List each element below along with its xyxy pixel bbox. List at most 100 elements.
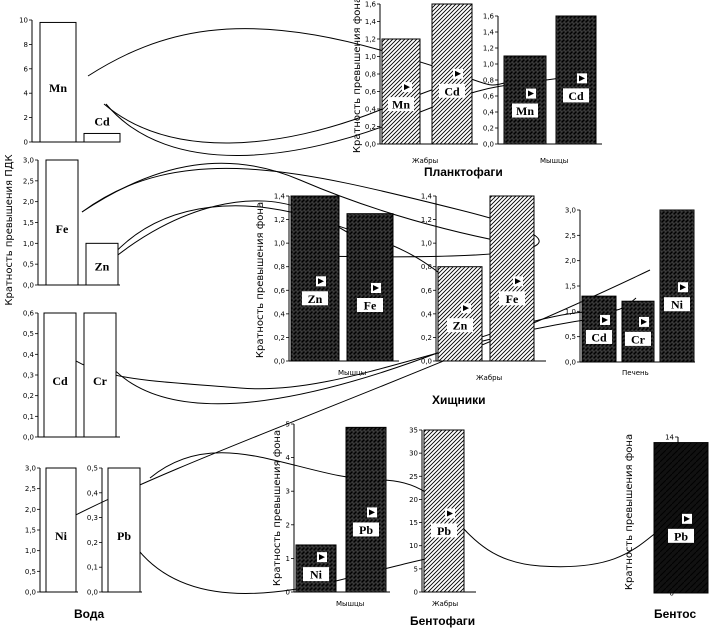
bar-h3-ni (659, 209, 695, 363)
x-category-label: Жабры (412, 157, 438, 165)
y-tick-label: 25 (409, 473, 418, 481)
group-label-predators: Хищники (432, 393, 486, 407)
bar-label-fe: Fe (364, 299, 377, 313)
y-tick-label: 2,5 (23, 177, 34, 185)
x-category-label: Мышцы (336, 600, 364, 608)
x-category-label: Жабры (432, 600, 458, 608)
y-tick-label: 3,0 (565, 207, 576, 215)
y-tick-label: 2,0 (565, 257, 576, 265)
y-tick-label: 0,2 (483, 125, 494, 133)
y-tick-label: 0 (670, 590, 674, 598)
bar-h2-fe (489, 195, 535, 362)
y-tick-label: 0,4 (365, 106, 377, 114)
x-category-label: Мышцы (338, 369, 366, 377)
arrow-marker-icon (447, 510, 453, 517)
bar-label-box (625, 331, 651, 346)
bar-label-pb: Pb (117, 529, 131, 543)
y-tick-label: 4 (286, 454, 291, 462)
y-tick-label: 1,0 (565, 308, 576, 316)
x-category-label: Мышцы (540, 157, 568, 165)
y-tick-label: 1,5 (23, 219, 34, 227)
y-tick-label: 0,4 (87, 489, 99, 497)
bar-label-box (353, 522, 379, 537)
y-tick-label: 0,4 (23, 351, 35, 359)
y-tick-label: 1,6 (365, 1, 377, 9)
arrow-marker-icon (579, 75, 585, 82)
bar-p1-mn (381, 38, 421, 145)
y-tick-label: 1,0 (365, 53, 376, 61)
y-tick-label: 10 (19, 17, 28, 25)
y-tick-label: 6 (24, 65, 29, 73)
bar-label-ni: Ni (310, 568, 323, 582)
bar-label-cd: Cd (591, 330, 607, 344)
y-tick-label: 0,0 (365, 141, 376, 149)
y-tick-label: 3 (286, 488, 290, 496)
chart-w4b: 0,00,10,20,30,40,5Pb (87, 465, 142, 597)
bar-label-box (431, 523, 457, 538)
arrow-marker-icon (528, 90, 534, 97)
arrow-marker-icon (404, 84, 410, 91)
y-tick-label: 1,0 (23, 240, 34, 248)
y-tick-label: 2,5 (565, 232, 576, 240)
y-tick-label: 1,2 (365, 36, 376, 44)
group-label-benthos: Бентос (654, 607, 696, 621)
bar-label-box (586, 329, 612, 344)
y-tick-label: 0,8 (365, 71, 376, 79)
bar-h1-fe (346, 213, 394, 362)
bar-p2-cd (555, 15, 597, 145)
bar-h2-zn (437, 266, 483, 362)
arrow-marker-icon (455, 70, 461, 77)
y-tick-label: 3,0 (23, 157, 34, 165)
arrow-marker-icon (318, 278, 324, 285)
bar-w1-mn (39, 21, 77, 143)
y-tick-label: 2 (24, 114, 28, 122)
y-tick-label: 0,6 (483, 93, 495, 101)
y-tick-label: 0,6 (23, 310, 35, 318)
y-tick-label: 0,0 (421, 358, 432, 366)
bar-label-box (668, 528, 694, 543)
bar-label-cr: Cr (93, 374, 108, 388)
y-tick-label: 1,4 (365, 18, 377, 26)
y-tick-label: 1,5 (25, 527, 36, 535)
bar-b1-pb (345, 426, 387, 593)
y-tick-label: 1,0 (25, 547, 36, 555)
bar-w4a-ni (45, 467, 77, 593)
bar-label-box (447, 318, 473, 333)
bar-label-pb: Pb (359, 523, 373, 537)
bar-label-box (499, 291, 525, 306)
bar-label-box (512, 103, 538, 118)
bar-label-zn: Zn (95, 259, 110, 273)
bar-label-box (303, 567, 329, 582)
y-tick-label: 0,0 (274, 358, 285, 366)
y-tick-label: 30 (409, 450, 418, 458)
y-tick-label: 0 (286, 589, 290, 597)
y-tick-label: 1,0 (421, 240, 432, 248)
bar-bn-pb (653, 442, 709, 594)
y-tick-label: 5 (286, 421, 290, 429)
y-axis-label: Кратность превышения фона (624, 434, 635, 590)
y-tick-label: 0,6 (274, 287, 286, 295)
y-tick-label: 0,5 (565, 333, 576, 341)
y-tick-label: 0,5 (25, 568, 36, 576)
bar-label-pb: Pb (674, 529, 688, 543)
bar-w2-zn (85, 242, 119, 286)
bar-h1-zn (290, 195, 340, 362)
y-tick-label: 0,2 (421, 334, 432, 342)
y-tick-label: 0,2 (274, 334, 285, 342)
y-tick-label: 0 (24, 139, 28, 147)
y-tick-label: 10 (409, 542, 418, 550)
y-tick-label: 5 (414, 565, 418, 573)
y-tick-label: 1,2 (274, 216, 285, 224)
bar-label-box (357, 298, 383, 313)
y-tick-label: 1,4 (421, 193, 433, 201)
y-tick-label: 1,4 (483, 29, 495, 37)
bar-label-zn: Zn (308, 292, 323, 306)
